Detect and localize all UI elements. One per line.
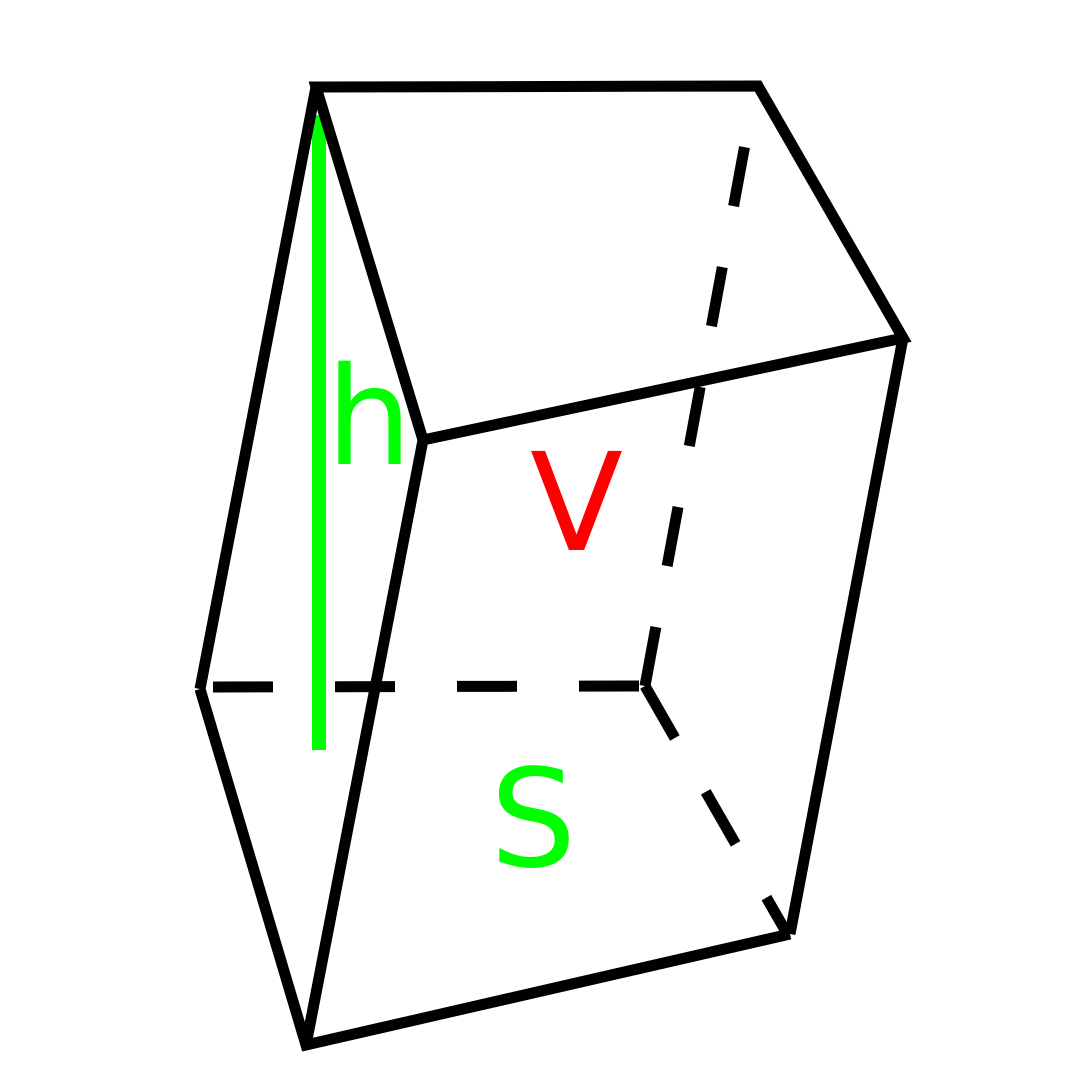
lateral-edge-left — [194, 85, 322, 691]
lateral-edge-front — [300, 438, 429, 1047]
hidden-edge-left-to-back — [212, 680, 646, 693]
lateral-edge-right — [784, 336, 909, 936]
height-label: h — [326, 339, 413, 497]
volume-label: V — [530, 425, 624, 583]
hidden-edge-back-vertical — [639, 89, 761, 687]
hidden-edge-back-to-front-right — [640, 683, 790, 933]
base-area-label: S — [490, 741, 577, 899]
